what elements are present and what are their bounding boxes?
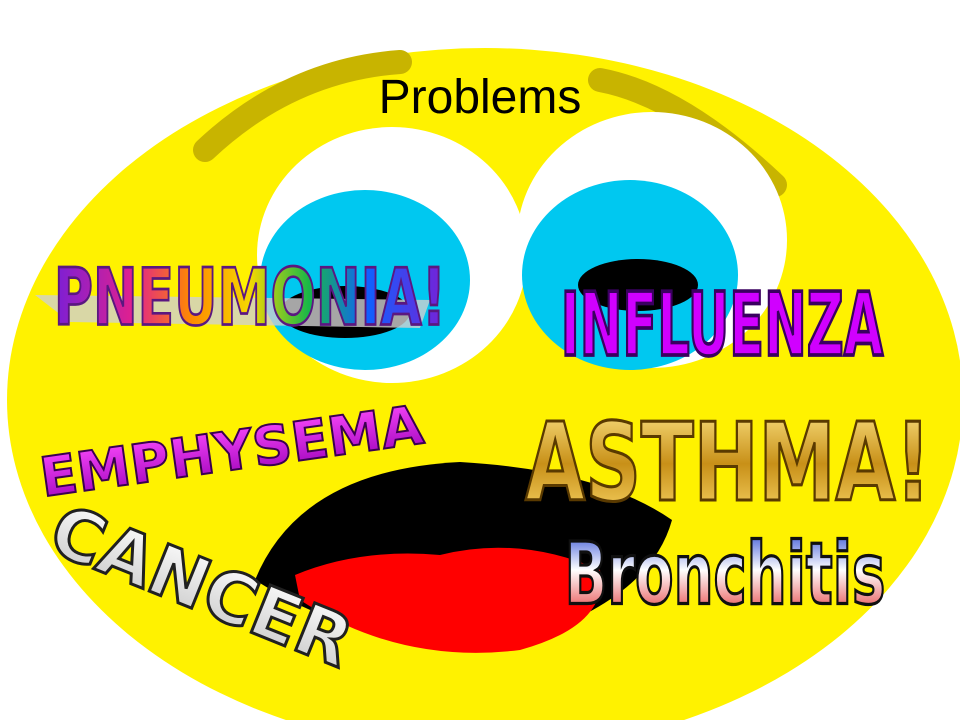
right-pupil [578,259,698,311]
word-influenza: INFLUENZA [561,275,884,376]
tongue [295,547,601,653]
pneumonia-shadow-plane [35,295,430,328]
word-bronchitis: Bronchitis [565,525,886,624]
word-asthma: ASTHMA! [525,401,930,526]
word-pneumonia: PNEUMONIA! [54,252,446,343]
left-eyebrow [193,50,412,162]
slide-title: Problems [378,71,582,124]
